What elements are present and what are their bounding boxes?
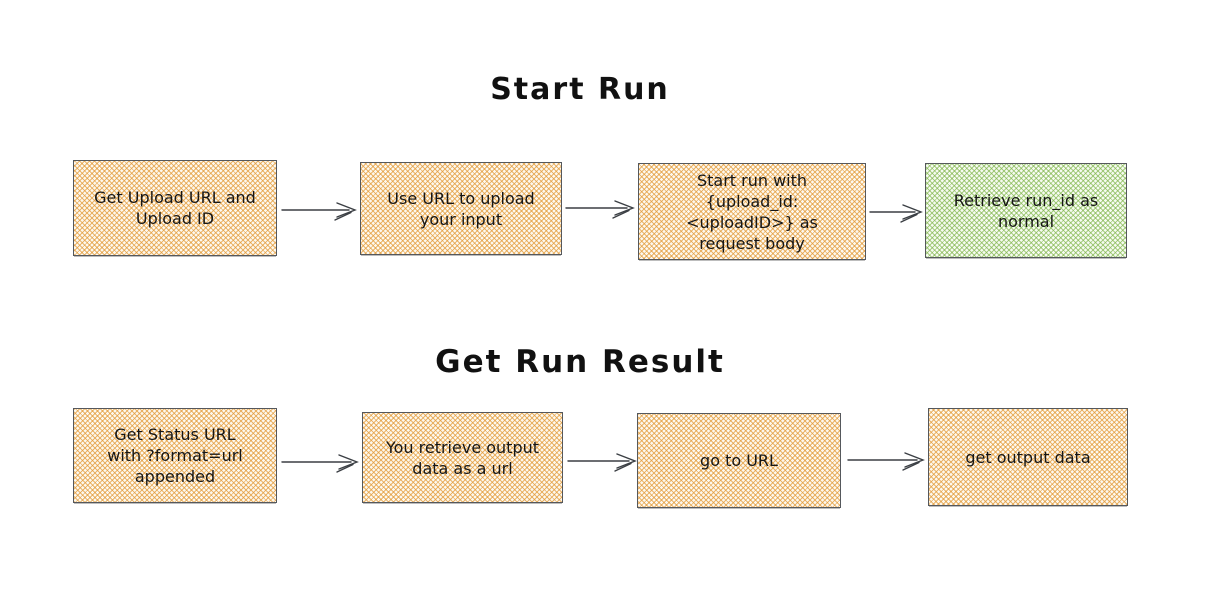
node-retrieve-output-url: You retrieve output data as a url [362, 412, 563, 503]
flow-arrow-6 [847, 452, 925, 471]
flow-arrow-4 [281, 454, 359, 473]
flow-arrow-1 [281, 202, 357, 221]
section-title-get-run-result: Get Run Result [435, 344, 725, 380]
flow-arrow-3 [869, 204, 923, 223]
node-get-output-data: get output data [928, 408, 1128, 506]
node-get-upload-url: Get Upload URL and Upload ID [73, 160, 277, 256]
node-start-run-request: Start run with {upload_id: <uploadID>} a… [638, 163, 866, 260]
node-retrieve-run-id: Retrieve run_id as normal [925, 163, 1127, 258]
section-title-start-run: Start Run [490, 72, 670, 107]
flow-arrow-2 [565, 200, 635, 219]
node-get-status-url: Get Status URL with ?format=url appended [73, 408, 277, 503]
node-go-to-url: go to URL [637, 413, 841, 508]
node-use-url-upload: Use URL to upload your input [360, 162, 562, 255]
flow-arrow-5 [567, 453, 637, 472]
